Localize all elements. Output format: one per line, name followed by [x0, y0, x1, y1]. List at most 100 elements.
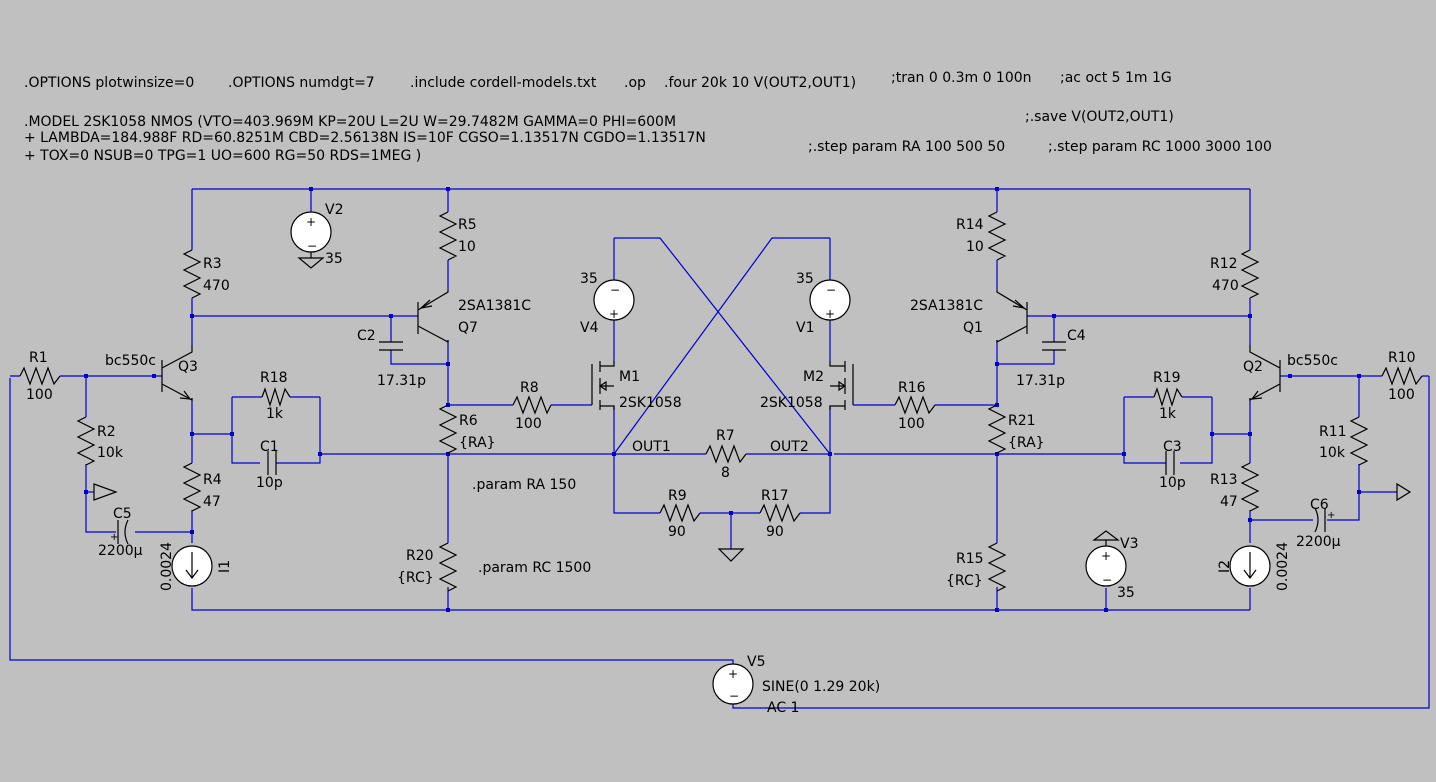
wire-r9-r17	[613, 406, 831, 514]
directive-param-ra[interactable]: .param RA 150	[472, 477, 576, 493]
directive-plotwinsize[interactable]: .OPTIONS plotwinsize=0	[24, 75, 194, 91]
r9-symbol[interactable]	[659, 503, 701, 523]
q3-model: bc550c	[105, 353, 156, 369]
r15-value: {RC}	[946, 573, 983, 589]
wire-r2-c5	[85, 376, 192, 533]
component-labels: R1 100 R2 10k R3 470 R4 47 R5 10 R6 {RA}…	[26, 202, 1416, 716]
r4-symbol[interactable]	[182, 462, 202, 512]
r19-symbol[interactable]	[1153, 386, 1183, 408]
r7-symbol[interactable]	[705, 444, 747, 464]
r18-value: 1k	[266, 406, 284, 422]
v5-ac: AC 1	[767, 700, 799, 716]
c1-name: C1	[260, 439, 279, 455]
r21-symbol[interactable]	[987, 404, 1007, 454]
c1-symbol[interactable]	[267, 451, 277, 475]
c2-symbol[interactable]	[379, 341, 403, 351]
q1-name: Q1	[963, 320, 983, 336]
directive-model-line3[interactable]: + TOX=0 NSUB=0 TPG=1 UO=600 RG=50 RDS=1M…	[24, 148, 421, 164]
r10-name: R10	[1388, 350, 1416, 366]
directive-save[interactable]: ;.save V(OUT2,OUT1)	[1025, 109, 1174, 125]
r12-name: R12	[1210, 256, 1238, 272]
r16-symbol[interactable]	[894, 395, 936, 415]
r20-symbol[interactable]	[438, 542, 458, 592]
r14-symbol[interactable]	[987, 211, 1007, 261]
q1-model: 2SA1381C	[910, 298, 983, 314]
ground-center-icon	[717, 548, 745, 562]
m1-symbol[interactable]	[591, 361, 615, 410]
directive-numdgt[interactable]: .OPTIONS numdgt=7	[228, 75, 375, 91]
r5-name: R5	[458, 217, 477, 233]
q7-model: 2SA1381C	[458, 298, 531, 314]
c5-symbol[interactable]	[117, 519, 129, 545]
r20-name: R20	[406, 548, 434, 564]
directive-model-line2[interactable]: + LAMBDA=184.988F RD=60.8251M CBD=2.5613…	[24, 130, 706, 146]
capacitors: + +	[110, 341, 1335, 545]
r18-name: R18	[260, 370, 288, 386]
directive-include[interactable]: .include cordell-models.txt	[410, 75, 597, 91]
v5-symbol[interactable]: + −	[712, 663, 754, 705]
v4-value: 35	[580, 271, 598, 287]
directive-tran[interactable]: ;tran 0 0.3m 0 100n	[891, 70, 1032, 86]
voltage-sources: + − − + − + + − + −	[290, 211, 1127, 705]
r1-symbol[interactable]	[19, 366, 61, 386]
v2-symbol[interactable]: + −	[290, 211, 332, 269]
r5-symbol[interactable]	[438, 211, 458, 261]
r13-symbol[interactable]	[1240, 462, 1260, 512]
r3-symbol[interactable]	[182, 249, 202, 299]
v3-symbol[interactable]: + −	[1085, 530, 1127, 587]
v2-name: V2	[325, 202, 343, 218]
r15-name: R15	[956, 551, 984, 567]
wire-c2	[390, 316, 448, 365]
q3-symbol[interactable]	[161, 345, 193, 401]
r10-value: 100	[1388, 387, 1415, 403]
r11-symbol[interactable]	[1349, 416, 1369, 466]
directive-step-ra[interactable]: ;.step param RA 100 500 50	[808, 139, 1005, 155]
i2-symbol[interactable]	[1229, 545, 1271, 587]
r19-value: 1k	[1159, 406, 1177, 422]
junction-dots	[84, 187, 1361, 612]
v3-value: 35	[1117, 585, 1135, 601]
c6-symbol[interactable]	[1314, 507, 1326, 533]
v3-name: V3	[1120, 536, 1138, 552]
directive-ac[interactable]: ;ac oct 5 1m 1G	[1060, 70, 1172, 86]
v5-name: V5	[747, 654, 765, 670]
directive-step-rc[interactable]: ;.step param RC 1000 3000 100	[1048, 139, 1272, 155]
r8-symbol[interactable]	[512, 395, 552, 415]
r12-symbol[interactable]	[1240, 249, 1260, 299]
v1-symbol[interactable]: − +	[809, 279, 851, 321]
r6-symbol[interactable]	[438, 404, 458, 454]
v4-symbol[interactable]: − +	[593, 279, 635, 321]
c3-symbol[interactable]	[1165, 451, 1175, 475]
grounds	[93, 482, 1412, 562]
v4-name: V4	[580, 320, 599, 336]
q2-symbol[interactable]	[1249, 345, 1281, 401]
r18-symbol[interactable]	[261, 386, 291, 408]
directive-param-rc[interactable]: .param RC 1500	[478, 560, 591, 576]
r11-name: R11	[1319, 424, 1347, 440]
wires	[9, 188, 1430, 709]
directive-four[interactable]: .four 20k 10 V(OUT2,OUT1)	[664, 75, 856, 91]
q7-name: Q7	[458, 320, 478, 336]
i2-name: I2	[1217, 560, 1233, 573]
m2-symbol[interactable]	[829, 361, 854, 410]
c5-name: C5	[113, 506, 132, 522]
r2-name: R2	[97, 424, 116, 440]
wire-c4	[997, 316, 1055, 365]
r2-value: 10k	[97, 445, 124, 461]
c5-value: 2200µ	[98, 543, 143, 559]
directive-op[interactable]: .op	[624, 75, 646, 91]
q1-symbol[interactable]	[996, 290, 1028, 343]
directive-model-line1[interactable]: .MODEL 2SK1058 NMOS (VTO=403.969M KP=20U…	[24, 114, 676, 130]
q7-symbol[interactable]	[417, 290, 449, 343]
c6-value: 2200µ	[1296, 534, 1341, 550]
i1-symbol[interactable]	[171, 545, 213, 587]
c4-symbol[interactable]	[1042, 341, 1066, 351]
svg-text:−: −	[610, 283, 620, 297]
r17-symbol[interactable]	[759, 503, 801, 523]
r2-symbol[interactable]	[76, 416, 96, 466]
r15-symbol[interactable]	[987, 542, 1007, 592]
r10-symbol[interactable]	[1381, 366, 1423, 386]
v1-value: 35	[796, 271, 814, 287]
